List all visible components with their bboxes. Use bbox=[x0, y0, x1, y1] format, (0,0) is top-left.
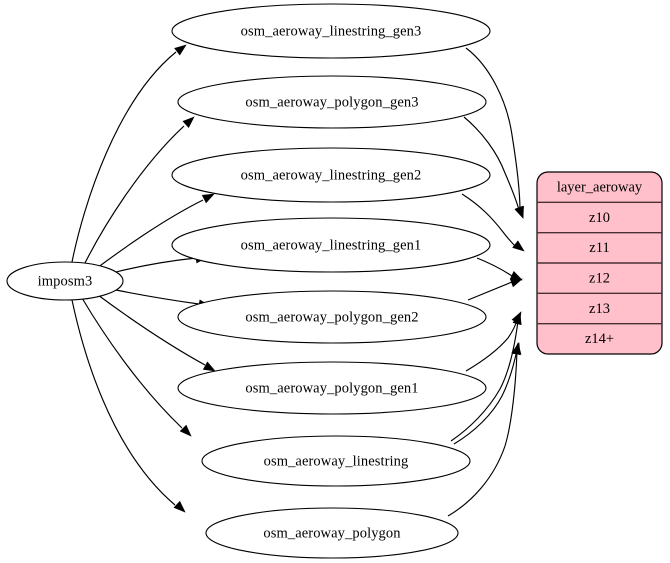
arrowhead-icon bbox=[173, 500, 186, 513]
node-label: osm_aeroway_polygon_gen3 bbox=[245, 94, 418, 110]
edge-line bbox=[83, 125, 185, 266]
node-osm_aeroway_polygon_gen2[interactable]: osm_aeroway_polygon_gen2 bbox=[177, 290, 487, 344]
node-shape bbox=[201, 435, 471, 487]
edge-osm_aeroway_linestring-to-layer_aeroway-z13 bbox=[450, 312, 522, 442]
edge-line bbox=[81, 297, 183, 429]
source-node-shape bbox=[6, 261, 124, 301]
arrowhead-icon bbox=[202, 361, 216, 372]
arrowhead-icon bbox=[182, 116, 195, 129]
edge-imposm3-to-osm_aeroway_polygon bbox=[71, 299, 186, 513]
edge-line bbox=[467, 281, 513, 301]
table-row-label-z13[interactable]: z13 bbox=[589, 301, 610, 317]
edge-osm_aeroway_linestring_gen3-to-layer_aeroway-z10 bbox=[465, 47, 524, 219]
edge-imposm3-to-osm_aeroway_linestring bbox=[81, 297, 192, 437]
edge-osm_aeroway_polygon_gen2-to-layer_aeroway-z12 bbox=[467, 278, 523, 301]
arrowhead-icon bbox=[512, 240, 525, 252]
edge-line bbox=[463, 116, 520, 211]
edge-line bbox=[71, 51, 177, 263]
table-row-label-z10[interactable]: z10 bbox=[589, 210, 610, 226]
node-osm_aeroway_polygon_gen1[interactable]: osm_aeroway_polygon_gen1 bbox=[177, 361, 487, 415]
node-label: osm_aeroway_linestring_gen3 bbox=[241, 23, 422, 39]
source-node-label: imposm3 bbox=[38, 273, 93, 289]
edge-layer bbox=[71, 44, 525, 517]
edge-line bbox=[97, 294, 206, 366]
edge-line bbox=[96, 199, 204, 269]
node-label: osm_aeroway_polygon bbox=[263, 525, 401, 541]
edge-line bbox=[465, 47, 521, 212]
node-shape bbox=[171, 3, 491, 59]
arrowhead-icon bbox=[174, 44, 187, 56]
edge-line bbox=[450, 320, 519, 442]
arrowhead-icon bbox=[509, 278, 523, 288]
table-row-label-z12[interactable]: z12 bbox=[589, 270, 610, 286]
edge-line bbox=[115, 289, 200, 305]
arrowhead-icon bbox=[179, 424, 192, 437]
edge-line bbox=[476, 257, 513, 277]
node-osm_aeroway_linestring_gen3[interactable]: osm_aeroway_linestring_gen3 bbox=[171, 3, 491, 59]
source-node-imposm3[interactable]: imposm3 bbox=[6, 261, 124, 301]
node-shape bbox=[177, 290, 487, 344]
edge-line bbox=[453, 349, 518, 445]
arrowhead-icon bbox=[201, 193, 215, 204]
node-osm_aeroway_polygon_gen3[interactable]: osm_aeroway_polygon_gen3 bbox=[177, 75, 487, 129]
edge-imposm3-to-osm_aeroway_polygon_gen3 bbox=[83, 116, 195, 266]
node-osm_aeroway_linestring_gen2[interactable]: osm_aeroway_linestring_gen2 bbox=[171, 147, 491, 203]
edge-line bbox=[115, 257, 197, 273]
node-label: osm_aeroway_polygon_gen2 bbox=[245, 309, 418, 325]
node-shape bbox=[171, 217, 491, 273]
node-label: osm_aeroway_linestring bbox=[264, 453, 409, 469]
edge-line bbox=[71, 299, 176, 506]
node-label: osm_aeroway_polygon_gen1 bbox=[245, 380, 418, 396]
node-shape bbox=[205, 507, 459, 559]
node-shape bbox=[177, 361, 487, 415]
node-osm_aeroway_linestring_gen1[interactable]: osm_aeroway_linestring_gen1 bbox=[171, 217, 491, 273]
node-label: osm_aeroway_linestring_gen2 bbox=[241, 167, 422, 183]
edge-osm_aeroway_polygon-to-layer_aeroway-z14 bbox=[447, 342, 522, 517]
arrowhead-icon bbox=[512, 342, 522, 355]
edge-imposm3-to-osm_aeroway_linestring_gen3 bbox=[71, 44, 187, 263]
node-shape bbox=[177, 75, 487, 129]
edge-imposm3-to-osm_aeroway_linestring_gen2 bbox=[96, 193, 215, 269]
node-osm_aeroway_linestring[interactable]: osm_aeroway_linestring bbox=[201, 435, 471, 487]
edge-osm_aeroway_polygon_gen3-to-layer_aeroway-z10 bbox=[463, 116, 524, 219]
edge-line bbox=[447, 350, 518, 517]
table-row-label-z14+[interactable]: z14+ bbox=[585, 331, 614, 347]
arrowhead-icon bbox=[512, 312, 522, 326]
arrowhead-icon bbox=[514, 205, 524, 219]
edge-osm_aeroway_linestring_gen2-to-layer_aeroway-z11 bbox=[461, 193, 525, 252]
edge-imposm3-to-osm_aeroway_polygon_gen1 bbox=[97, 294, 216, 372]
table-row-label-z11[interactable]: z11 bbox=[589, 240, 609, 256]
node-shape bbox=[171, 147, 491, 203]
node-osm_aeroway_polygon[interactable]: osm_aeroway_polygon bbox=[205, 507, 459, 559]
table-node-layer-aeroway[interactable]: layer_aeroway z10 z11 z12 z13 z14+ bbox=[536, 171, 663, 355]
node-label: osm_aeroway_linestring_gen1 bbox=[241, 237, 422, 253]
table-header-label[interactable]: layer_aeroway bbox=[557, 179, 643, 195]
node-layer: osm_aeroway_linestring_gen3 osm_aeroway_p… bbox=[171, 3, 491, 559]
